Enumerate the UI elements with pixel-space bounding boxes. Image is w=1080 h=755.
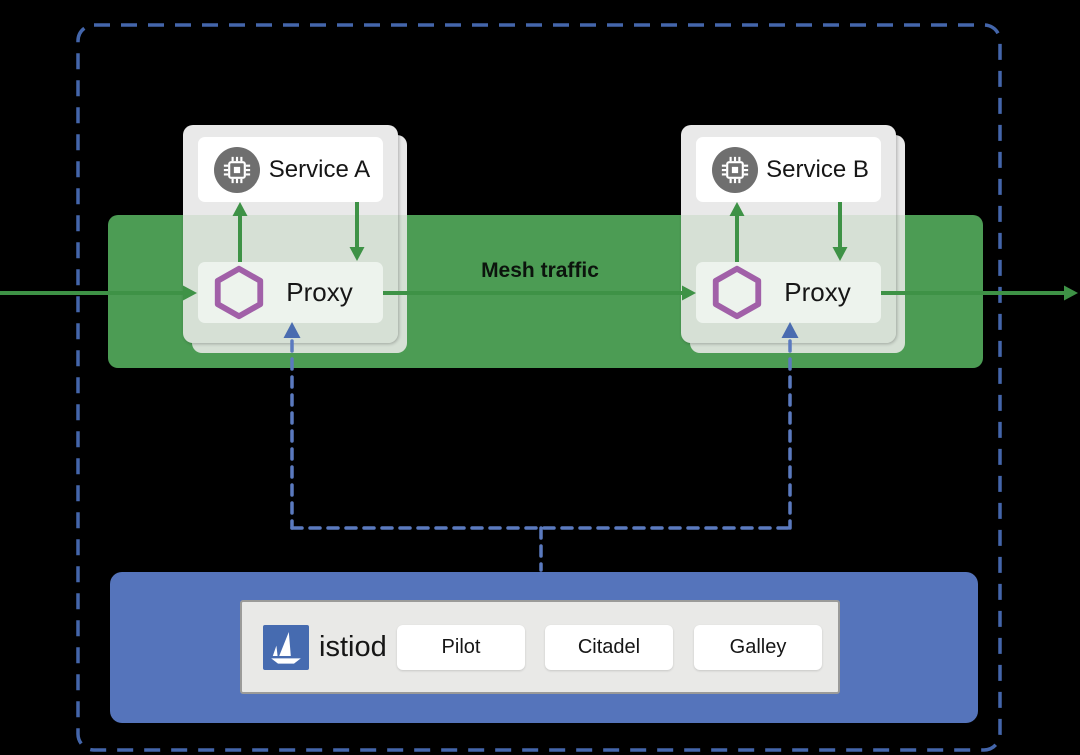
chip-icon [712, 146, 758, 193]
proxy-a-box: Proxy [198, 262, 383, 323]
pod-a-card: Service A Proxy [183, 125, 398, 343]
component-galley: Galley [694, 625, 822, 670]
mesh-traffic-label: Mesh traffic [481, 259, 599, 282]
hexagon-icon [214, 265, 264, 320]
service-b-box: Service B [696, 137, 881, 202]
component-pilot: Pilot [397, 625, 525, 670]
service-b-label: Service B [766, 155, 869, 183]
istiod-label: istiod [319, 630, 387, 663]
istiod-box: istiod Pilot Citadel Galley [110, 572, 978, 723]
proxy-a-label: Proxy [286, 277, 353, 307]
pod-b-card: Service B Proxy [681, 125, 896, 343]
proxy-b-box: Proxy [696, 262, 881, 323]
service-a-box: Service A [198, 137, 383, 202]
istiod-inner-panel: istiod Pilot Citadel Galley [240, 600, 840, 694]
chip-icon [214, 146, 260, 193]
istio-sail-icon [263, 625, 309, 670]
hexagon-icon [712, 265, 762, 320]
proxy-b-label: Proxy [784, 277, 851, 307]
component-citadel: Citadel [545, 625, 673, 670]
service-a-label: Service A [268, 155, 371, 183]
